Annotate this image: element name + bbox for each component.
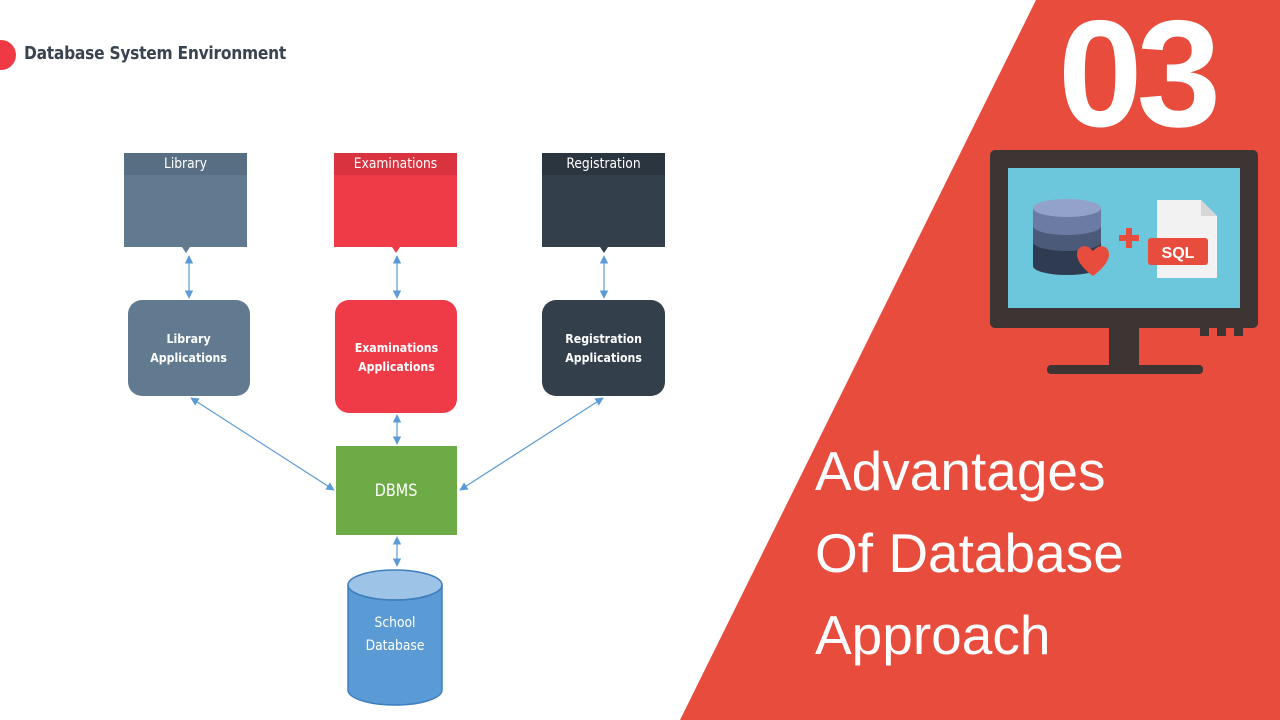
examinations-applications-label: Examinations Applications <box>354 339 438 374</box>
registration-applications-box: Registration Applications <box>542 300 665 396</box>
dbms-label: DBMS <box>375 480 418 501</box>
library-label: Library <box>163 156 208 172</box>
headline-line2: Of Database <box>815 522 1124 584</box>
school-database-label: School Database <box>365 615 425 654</box>
library-dbms-arrow <box>190 397 335 491</box>
registration-applications-label: Registration Applications <box>565 331 642 365</box>
plus-icon <box>1119 228 1139 248</box>
sql-file-icon: SQL <box>1148 200 1217 278</box>
diagram-connectors <box>184 255 609 567</box>
school-database-cylinder <box>347 569 443 706</box>
registration-label: Registration <box>566 156 641 172</box>
examinations-applications-box: Examinations Applications <box>335 300 457 413</box>
sql-badge-text: SQL <box>1162 245 1195 262</box>
library-applications-box: Library Applications <box>128 300 250 396</box>
examinations-document-shape <box>334 153 457 253</box>
episode-number: 03 <box>1058 0 1221 159</box>
library-applications-label: Library Applications <box>150 331 228 365</box>
dbms-box: DBMS <box>336 446 457 535</box>
section-marker <box>0 40 16 70</box>
registration-document-shape <box>542 153 665 253</box>
library-document-shape <box>124 153 247 253</box>
monitor-illustration: SQL <box>990 150 1258 374</box>
heart-icon <box>1077 246 1109 276</box>
monitor-base <box>1047 365 1203 374</box>
section-title: Database System Environment <box>24 43 287 64</box>
registration-dbms-arrow <box>459 397 604 491</box>
headline-line3: Approach <box>815 604 1051 666</box>
monitor-stand <box>1109 328 1139 366</box>
examinations-label: Examinations <box>353 156 438 172</box>
headline-line1: Advantages <box>815 440 1106 502</box>
database-environment-diagram <box>124 153 665 706</box>
headline: Advantages Of Database Approach <box>815 430 1124 676</box>
